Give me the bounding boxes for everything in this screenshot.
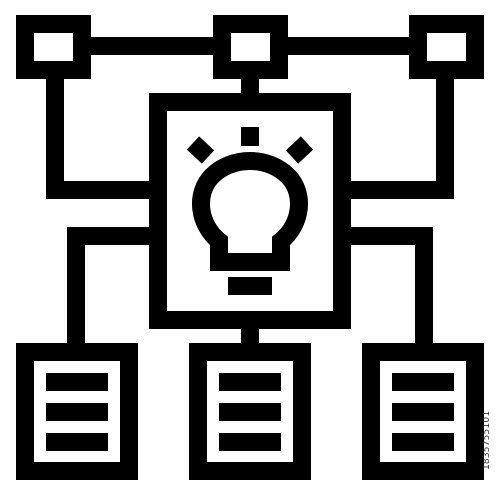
top-left-link [46,70,158,199]
top-right-link [342,70,454,199]
watermark-id: 1835755101 [482,410,492,470]
doc-left-icon [16,343,138,480]
top-node-center-icon [213,15,288,79]
doc-center-icon [189,343,311,480]
top-node-left-icon [16,15,91,79]
lightbulb-icon [192,152,308,271]
bottom-right-link [342,227,433,352]
top-node-right-icon [409,15,484,79]
ray-left-icon [186,136,215,164]
bottom-left-link [67,227,158,352]
doc-right-icon [362,343,484,480]
ray-right-icon [285,136,314,164]
